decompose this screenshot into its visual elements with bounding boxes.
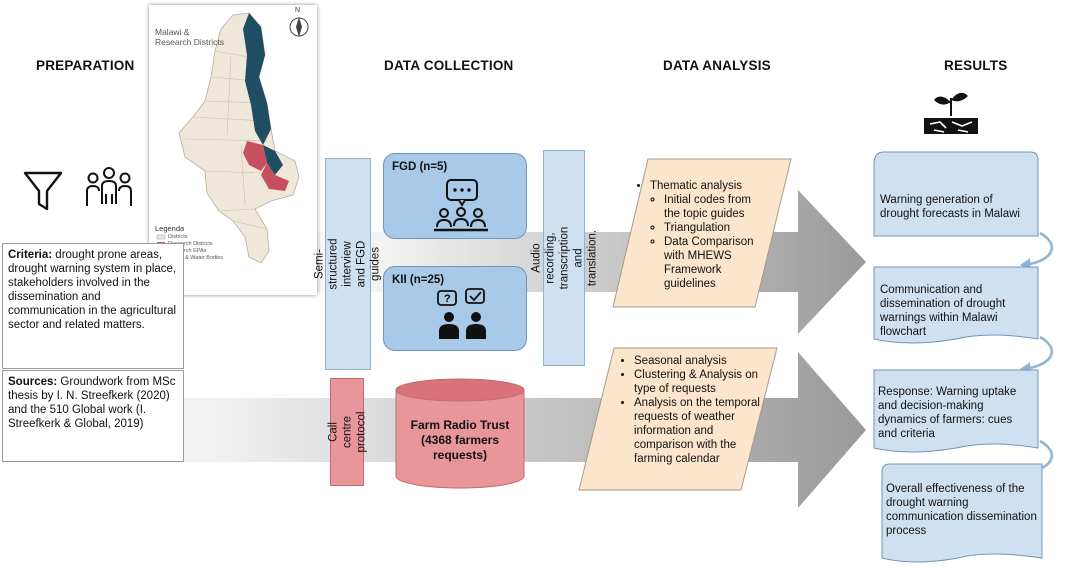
header-data-analysis: DATA ANALYSIS [663,58,771,73]
map-title-line2: Research Districts [155,37,224,47]
thematic-item: Thematic analysis [650,179,766,193]
header-preparation: PREPARATION [36,58,135,73]
seasonal-item: Clustering & Analysis on type of request… [634,368,760,396]
fgd-box: FGD (n=5) [383,153,527,239]
result-communication: Communication and dissemination of droug… [880,284,1006,338]
result-overall-effectiveness: Overall effectiveness of the drought war… [886,483,1037,537]
interview-guides-text: Semi-structured interview and FGD guides [314,238,383,290]
map-legend-item: Research EPAs [168,248,207,254]
result-response: Response: Warning uptake and decision-ma… [878,386,1017,440]
result-doc-shape [873,151,1039,237]
sources-label: Sources: [8,376,58,388]
audio-recording-text: Audio recording, transcription and trans… [530,226,599,290]
svg-text:?: ? [444,293,451,305]
result-doc-shape [881,463,1043,563]
sources-box: Sources: Groundwork from MSc thesis by I… [2,370,184,462]
people-group-icon [86,167,132,206]
call-centre-text: Call centre protocol [327,411,367,453]
seasonal-item: Seasonal analysis [634,354,760,368]
map-legend-item: Rivers & Water Bodies [168,255,224,261]
criteria-box: Criteria: drought prone areas, drought w… [2,243,184,369]
map-lake-region [243,13,271,145]
criteria-label: Criteria: [8,249,53,261]
audio-recording-box: Audio recording, transcription and trans… [530,150,598,366]
kii-box: KII (n=25) ? [383,266,527,351]
question-check-people-icon: ? [437,288,486,339]
map-north-label: N [295,7,301,14]
map-title-line1: Malawi & [155,27,190,37]
seasonal-item: Analysis on the temporal requests of wea… [634,396,760,466]
thematic-analysis-shape [612,158,792,308]
header-results: RESULTS [944,58,1008,73]
thematic-subitem: Data Comparison with MHEWS Framework gui… [664,235,766,291]
seasonal-analysis-shape [578,347,778,491]
compass-icon [289,17,309,37]
thematic-subitem: Initial codes from the topic guides [664,193,766,221]
result-warning-generation: Warning generation of drought forecasts … [880,194,1020,220]
thematic-analysis-list: Thematic analysis Initial codes from the… [634,179,766,291]
fgd-label: FGD (n=5) [392,161,448,173]
chat-bubble-group-icon [434,179,488,232]
map-districts-shape [178,12,300,264]
sources-text: Groundwork from MSc thesis by I. N. Stre… [8,376,176,430]
kii-label: KII (n=25) [392,274,445,286]
result-doc-shape [873,369,1039,453]
call-centre-box: Call centre protocol [327,378,367,486]
criteria-text: drought prone areas, drought warning sys… [8,249,177,331]
seedling-soil-icon [924,92,978,134]
result-doc-shape [873,266,1039,344]
frt-title: Farm Radio Trust [410,418,510,432]
map-legend-title: Legenda [155,224,185,233]
thematic-subitem: Triangulation [664,221,766,235]
farm-radio-trust-database-icon [395,378,525,489]
malawi-map: Malawi & Research Districts N Legenda Di… [149,5,317,295]
header-data-collection: DATA COLLECTION [384,58,514,73]
seasonal-analysis-list: Seasonal analysis Clustering & Analysis … [618,354,760,466]
map-legend-item: Research Districts [168,241,213,247]
funnel-icon [23,171,63,211]
interview-guides-box: Semi-structured interview and FGD guides [314,158,382,370]
map-research-districts [243,141,267,171]
frt-requests: (4368 farmers requests) [420,433,500,462]
map-legend-item: Districts [168,234,188,240]
